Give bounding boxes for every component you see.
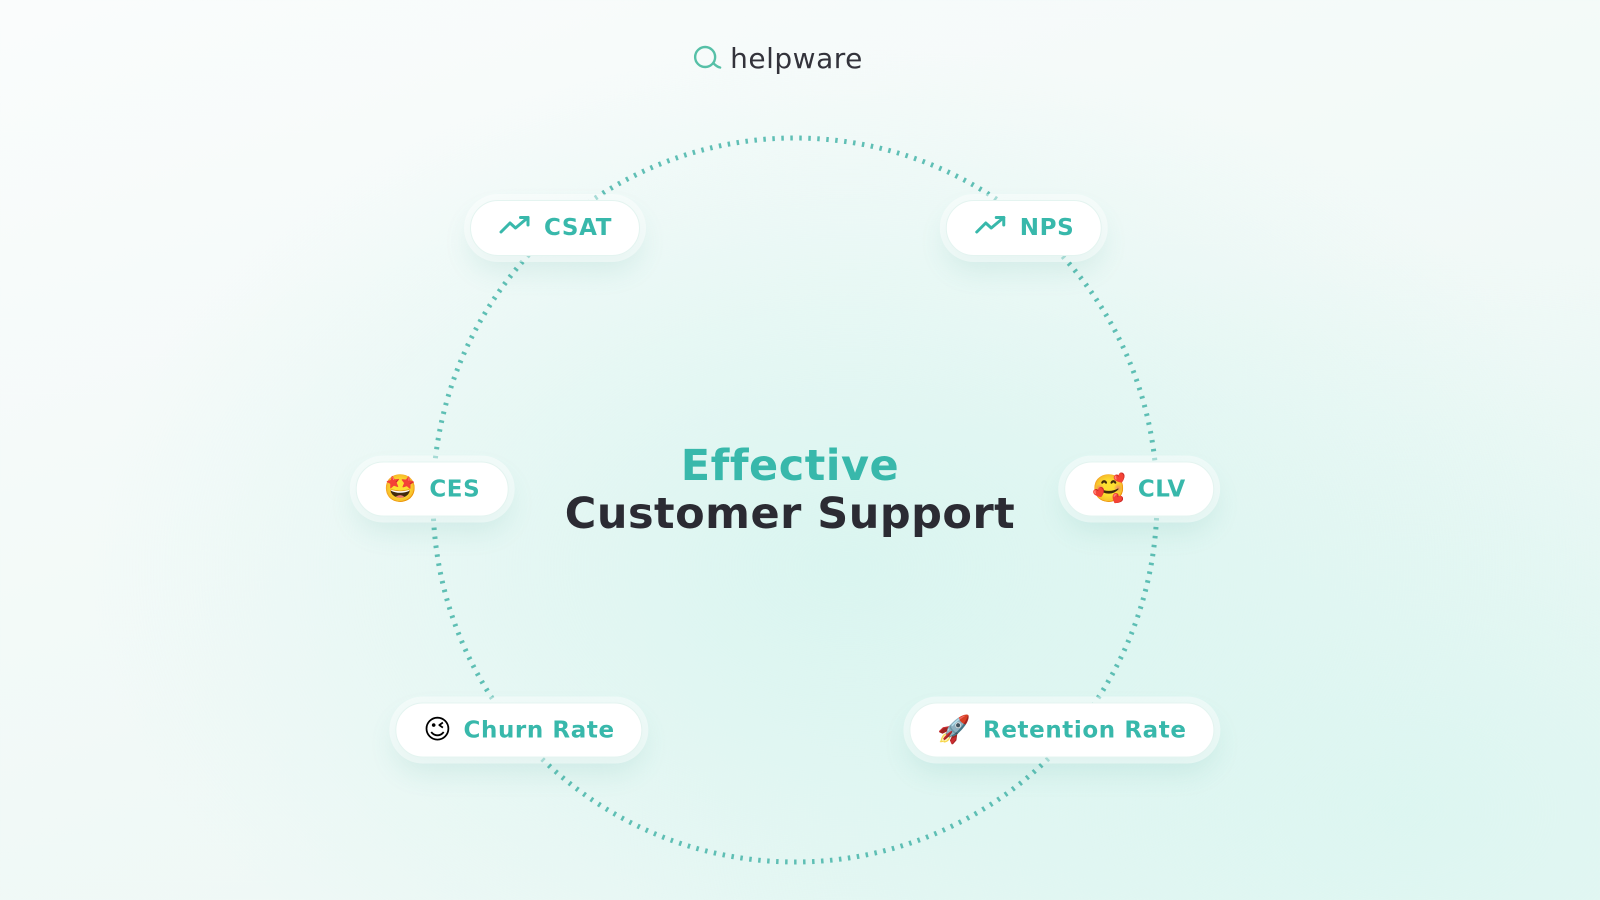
trending-up-icon (498, 214, 532, 242)
title-line-effective: Effective (680, 440, 900, 491)
speech-bubble-icon (691, 44, 723, 74)
trending-up-icon (974, 214, 1008, 242)
star-struck-emoji: 🤩 (383, 473, 418, 505)
metric-label: Retention Rate (983, 717, 1187, 743)
smiling-face-with-hearts-emoji: 🥰 (1092, 473, 1126, 505)
metric-pill-clv: 🥰 CLV (1064, 461, 1214, 517)
winking-face-emoji: 😉 (423, 714, 452, 746)
metric-pill-churn-rate: 😉 Churn Rate (395, 702, 643, 758)
metric-label: CLV (1137, 476, 1186, 502)
metric-label: NPS (1019, 215, 1075, 241)
logo-text: helpware (730, 42, 863, 75)
metric-pill-ces: 🤩 CES (355, 461, 509, 517)
helpware-logo: helpware (691, 42, 863, 75)
title-line-customer-support: Customer Support (564, 489, 1016, 539)
metric-label: CSAT (544, 215, 612, 241)
rocket-emoji: 🚀 (937, 714, 972, 746)
metric-pill-csat: CSAT (470, 200, 640, 256)
center-title: Effective Customer Support (565, 442, 1015, 538)
metric-pill-nps: NPS (945, 200, 1103, 256)
metric-pill-retention-rate: 🚀 Retention Rate (909, 702, 1215, 758)
metric-label: CES (429, 476, 481, 502)
metric-label: Churn Rate (463, 717, 615, 743)
